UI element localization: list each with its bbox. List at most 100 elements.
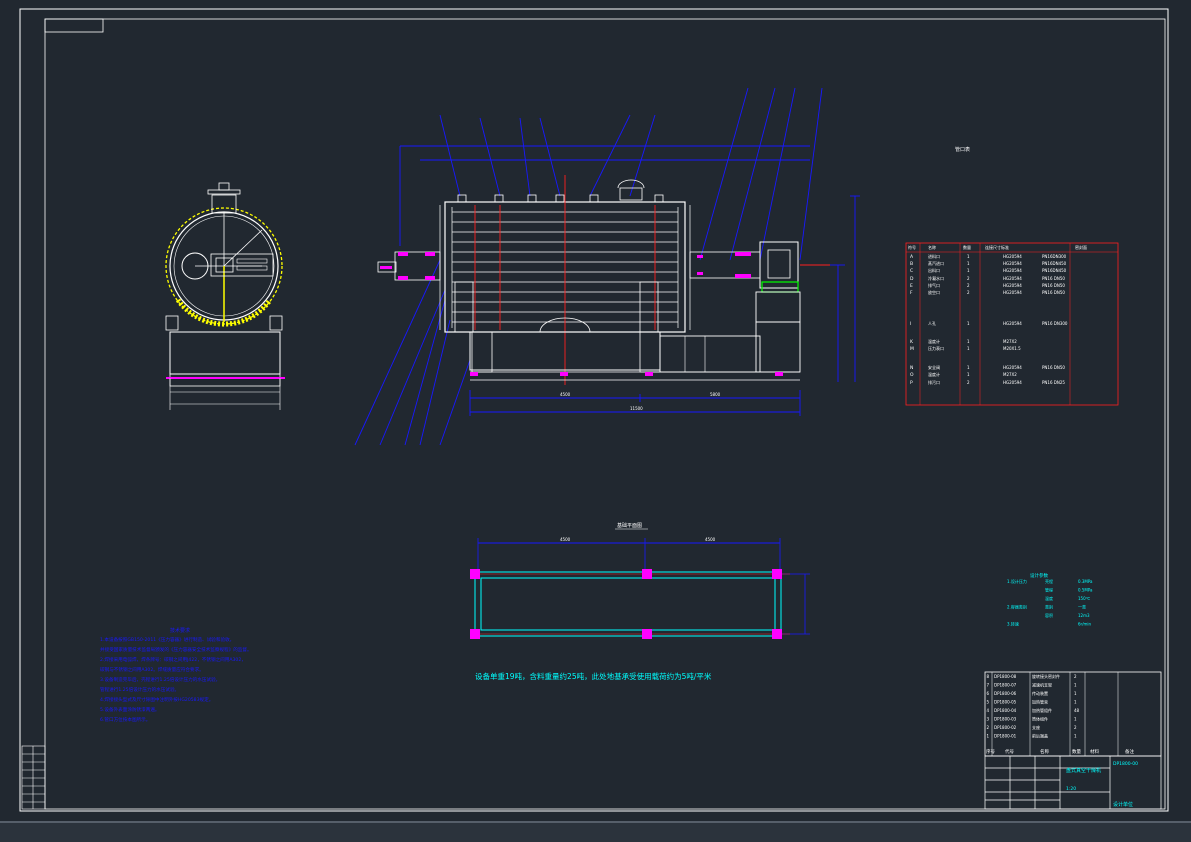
nozzle-name: 冷凝水口 [928,275,944,281]
nozzle-qty: 2 [967,380,970,385]
nozzle-standard: HG20594 [1003,290,1022,295]
svg-text:设计参数: 设计参数 [1030,572,1048,579]
nozzle-name: 温度计 [928,338,940,344]
nozzle-code: O [910,372,914,378]
param-key: 温度 [1045,595,1053,601]
nozzle-table-caption: 管口表 [955,146,970,153]
nozzle-code: B [910,261,913,267]
part-code: DP1800-01 [994,734,1017,739]
parts-header-cell: 备注 [1125,748,1134,755]
part-name: 筒体组件 [1032,716,1048,722]
param-value: 0.5MPa [1078,588,1093,593]
part-no: 3 [987,717,990,722]
nozzle-header-cell: 连接尺寸标准 [985,244,1009,250]
param-key: 容积 [1045,612,1053,618]
dim-overall: 11500 [630,406,643,411]
tech-requirement-line: 3.设备制造完毕后，壳程进行1.25倍设计压力的水压试验， [100,676,220,683]
nozzle-name: 安全阀 [928,364,940,370]
param-key: 类别 [1045,604,1053,610]
nozzle-qty: 1 [967,268,970,273]
param-key: 管程 [1045,587,1053,593]
nozzle-standard: M20X1.5 [1003,346,1021,351]
nozzle-code: N [910,365,913,371]
sheet-outer-border [19,8,1169,812]
part-name: 加热管束 [1032,699,1048,705]
param-value: 0.3MPa [1078,579,1093,584]
nozzle-header-cell: 名称 [928,244,936,250]
nozzle-qty: 1 [967,365,970,370]
nozzle-code: F [910,290,913,296]
nozzle-qty: 2 [967,283,970,288]
part-name: 支座 [1032,724,1040,730]
part-qty: 1 [1074,734,1077,739]
part-no: 5 [987,700,990,705]
nozzle-size: PN16 DN50 [1042,290,1065,295]
tech-requirement-line: 1.本设备按照GB150-2011《压力容器》进行制造、试验和验收， [100,636,234,643]
nozzle-size: PN16 DN25 [1042,380,1065,385]
part-qty: 48 [1074,708,1080,713]
param-value: 6r/min [1078,622,1092,627]
dim-left-span: 4500 [560,392,571,397]
nozzle-code: P [910,380,913,386]
drawing-number-box [44,18,104,33]
foundation-load-note: 设备单重19吨，含料重量约25吨，此处地基承受使用载荷约为5吨/平米 [475,671,712,681]
nozzle-name: 出料口 [928,267,940,273]
title-product-name: 盘式真空干燥机 [1066,767,1101,774]
dim-base-left: 4500 [560,537,571,542]
part-code: DP1800-02 [994,725,1017,730]
param-label: 1.设计压力 [1007,578,1027,584]
dim-right-span: 5800 [710,392,721,397]
nozzle-size: PN16DN450 [1042,261,1067,266]
tech-requirement-line: 5.设备外表面涂防锈漆两遍。 [100,706,160,713]
title-scale: 1:20 [1066,786,1076,792]
nozzle-code: A [910,254,914,260]
nozzle-size: PN16 DN50 [1042,283,1065,288]
dim-base-right: 4500 [705,537,716,542]
title-company: 设计单位 [1113,801,1133,808]
foundation-title: 基础平面图 [617,522,642,529]
tech-title: 技术要求 [170,627,190,634]
nozzle-code: C [910,268,913,274]
parts-header-cell: 名称 [1040,748,1049,755]
nozzle-qty: 2 [967,290,970,295]
nozzle-qty: 1 [967,254,970,259]
nozzle-standard: HG20594 [1003,254,1022,259]
part-name: 旋转接头密封件 [1032,673,1060,679]
part-no: 7 [987,683,990,688]
foundation-plan: 基础平面图 4500 4500 设备单重19吨，含料重量约25吨，此处地基承受使… [470,522,810,681]
nozzle-standard: HG20594 [1003,365,1022,370]
param-label: 2.容器类别 [1007,604,1027,610]
status-strip [0,823,1191,842]
nozzle-size: PN16DN450 [1042,268,1067,273]
part-qty: 1 [1074,717,1077,722]
part-qty: 1 [1074,691,1077,696]
nozzle-name: 进料口 [928,253,940,259]
tech-requirement-line: 4.焊接接头型式及尺寸除图中注明外按HG20583规定。 [100,696,213,703]
nozzle-standard: HG20594 [1003,380,1022,385]
sheet-inner-border [44,18,1166,810]
part-code: DP1800-04 [994,708,1017,713]
part-code: DP1800-06 [994,691,1017,696]
nozzle-code: M [910,346,914,352]
parts-header-cell: 材料 [1090,748,1099,755]
part-code: DP1800-08 [994,674,1017,679]
nozzle-header-cell: 符号 [908,244,916,250]
nozzle-qty: 1 [967,372,970,377]
nozzle-standard: HG20594 [1003,268,1022,273]
nozzle-standard: HG20594 [1003,261,1022,266]
part-no: 6 [987,691,990,696]
parts-header-cell: 序号 [986,748,995,755]
tech-requirement-line: 并接受国家质量技术监督局颁发的《压力容器安全技术监察规程》的监督。 [100,646,252,653]
nozzle-standard: M27X2 [1003,339,1017,344]
param-key: 壳程 [1045,578,1053,584]
param-value: 150℃ [1078,596,1091,601]
end-view [165,182,285,410]
param-value: 一类 [1078,604,1086,610]
title-block [984,755,1162,810]
nozzle-name: 人孔 [928,320,936,326]
part-no: 4 [987,708,990,713]
part-no: 1 [987,734,990,739]
tech-requirement-line: 碳钢与不锈钢之间用A302。焊缝质量应符合要求。 [100,666,204,673]
